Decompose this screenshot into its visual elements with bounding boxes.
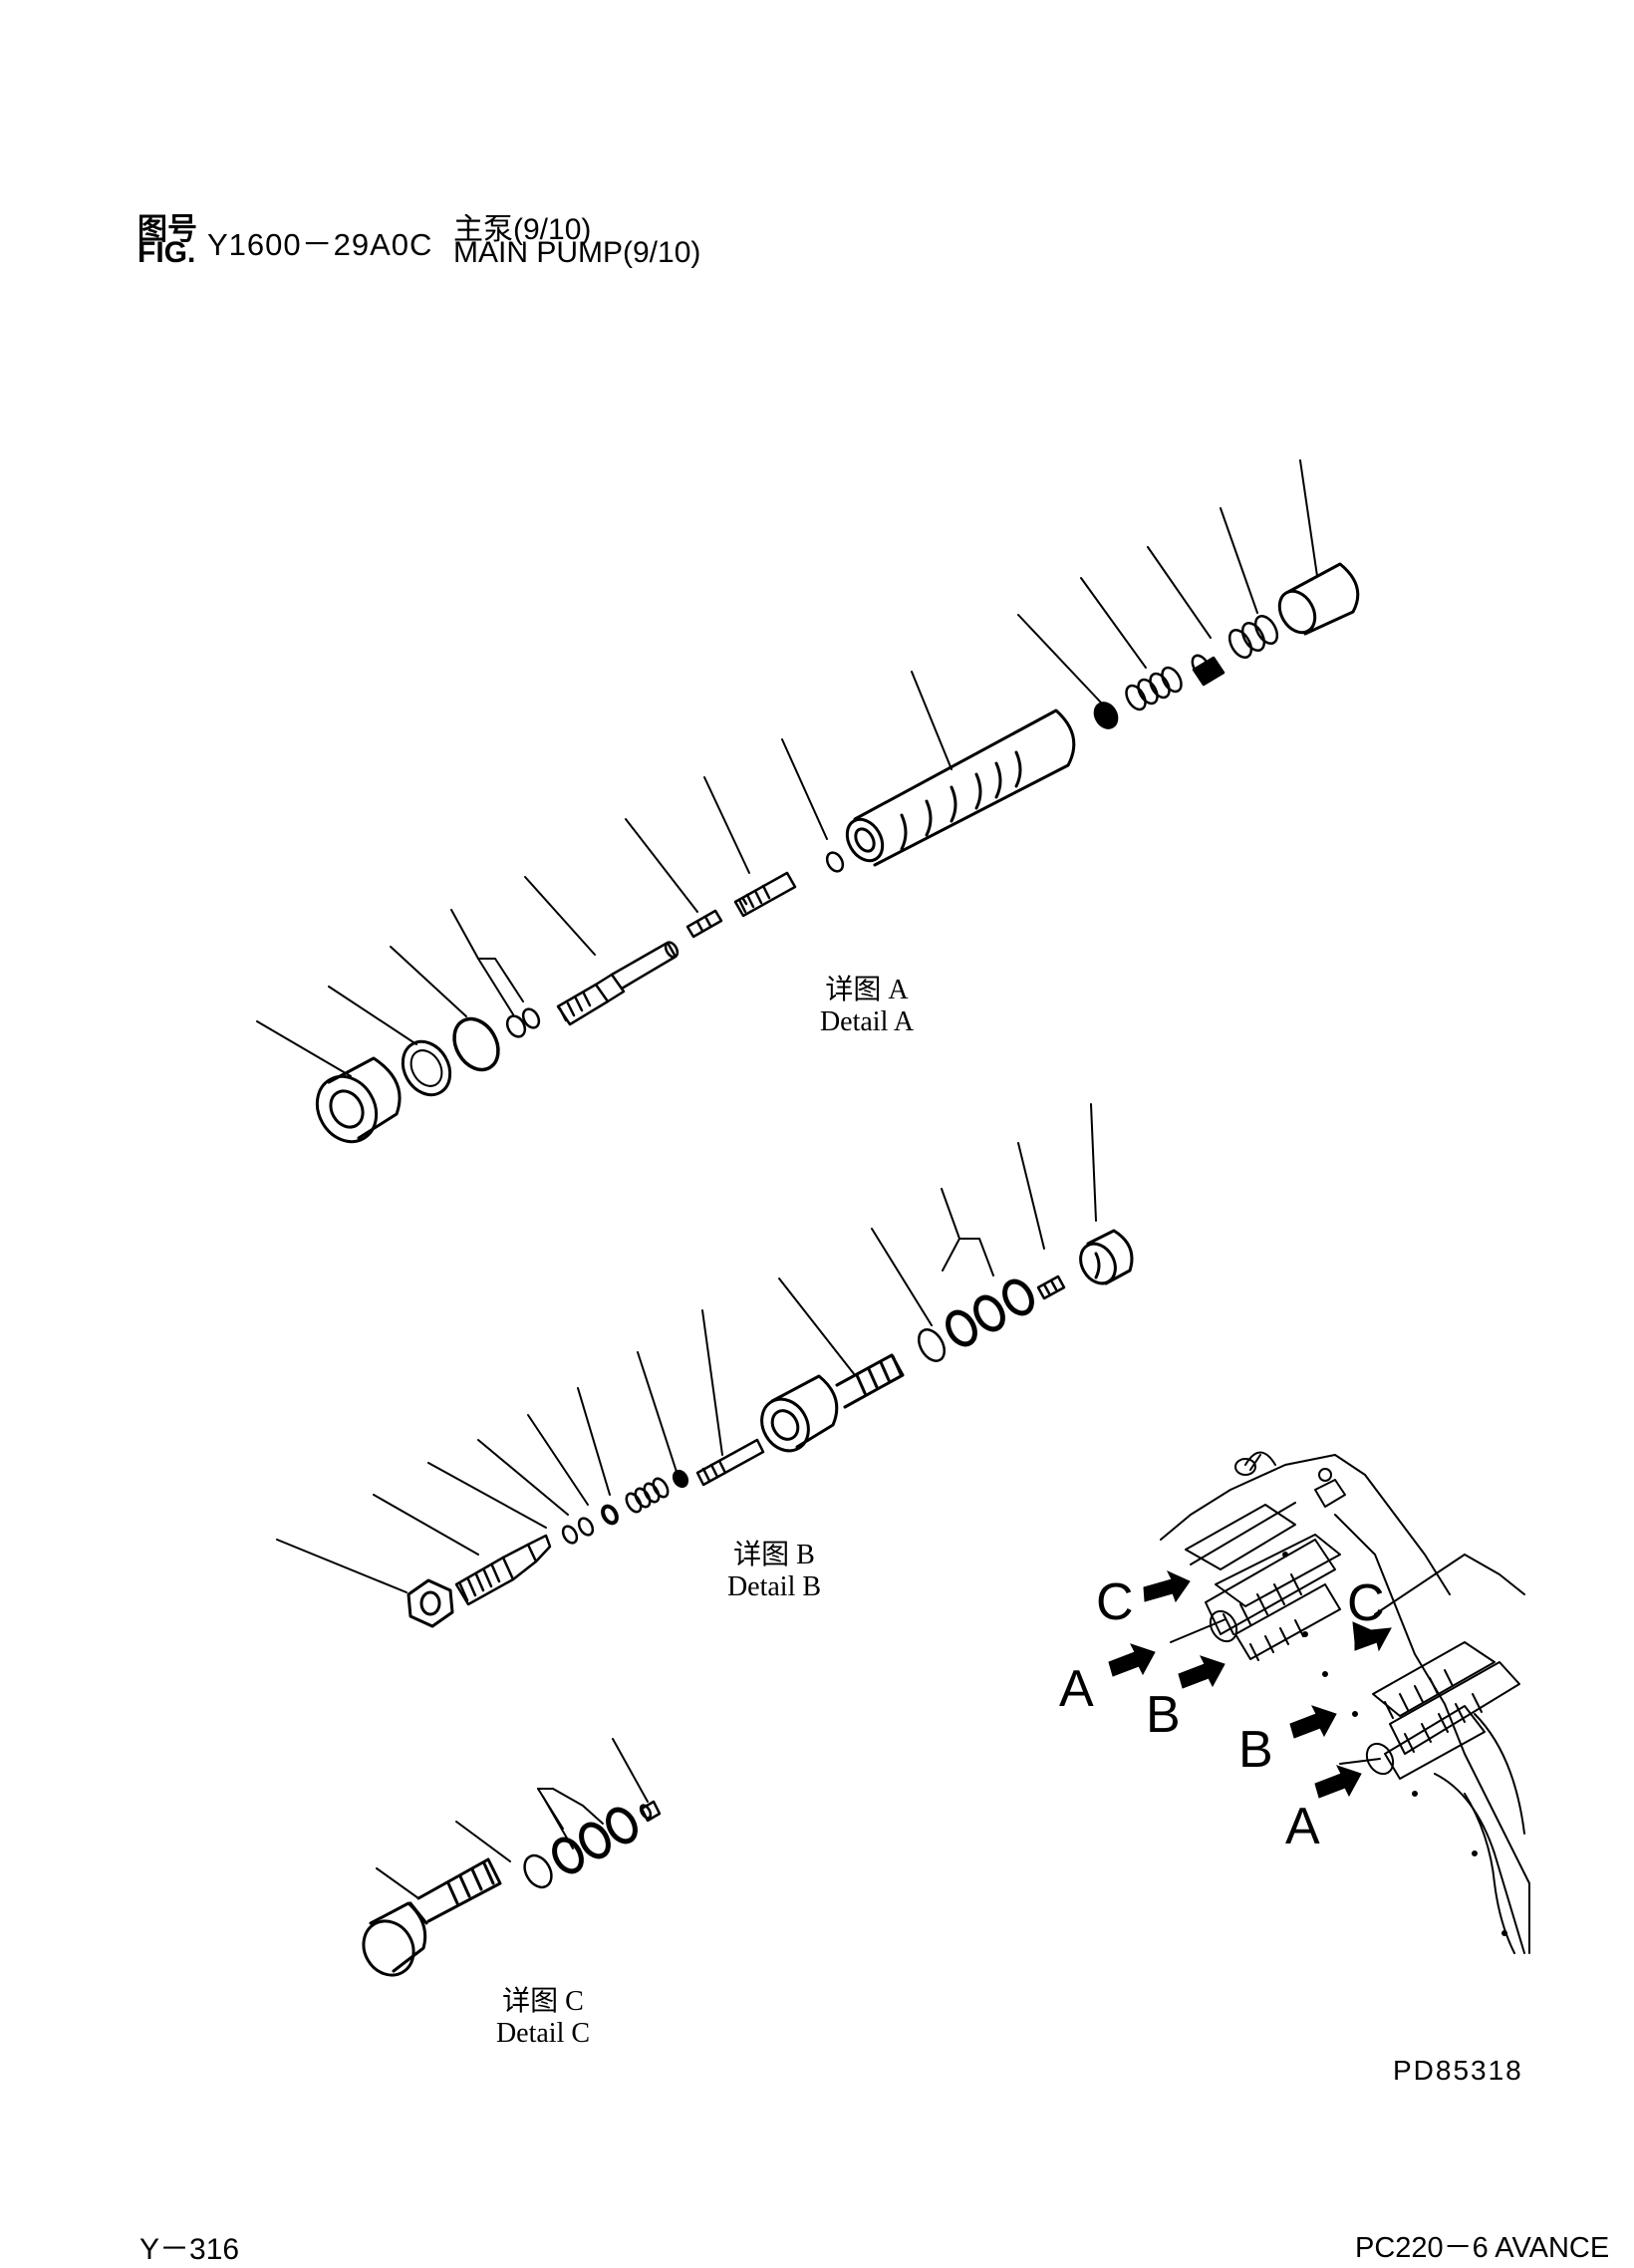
title-en: MAIN PUMP(9/10) [453, 236, 701, 269]
spring-seat-a [1191, 654, 1226, 687]
arrow-a-right [1314, 1765, 1362, 1799]
detail-c-label: 详图 C Detail C [463, 1986, 623, 2050]
detail-a-assembly [256, 459, 1360, 1144]
spool-a [733, 871, 797, 918]
figure-label-en: FIG. [137, 236, 196, 269]
pin-a [685, 909, 723, 939]
machine-model: PC220－6 AVANCE [1355, 2232, 1610, 2264]
sleeve-a [845, 709, 1076, 867]
spring-b [625, 1477, 670, 1514]
callout-c-left: C [1096, 1573, 1134, 1631]
spring-a-large [1227, 615, 1279, 659]
gasket-a [401, 1039, 452, 1097]
o-ring-a-large [452, 1016, 500, 1072]
detail-a-label: 详图 A Detail A [787, 975, 947, 1038]
plug-a-end [1277, 562, 1360, 636]
page-number: Y－316 [139, 2233, 240, 2266]
arrow-c-left [1143, 1569, 1191, 1603]
hex-nut-b [407, 1578, 454, 1628]
detail-c-label-en: Detail C [495, 2018, 591, 2049]
adjust-screw-b [454, 1534, 552, 1606]
plug-c-small [639, 1800, 662, 1823]
callout-c-right: C [1347, 1574, 1385, 1632]
pin-b [1036, 1275, 1066, 1300]
arrow-b-right [1289, 1705, 1337, 1739]
threaded-plug-a [556, 941, 680, 1026]
plug-c [362, 1857, 502, 1977]
arrow-c-right [1352, 1621, 1392, 1652]
detail-a-label-en: Detail A [819, 1006, 915, 1037]
image-code: PD85318 [1393, 2055, 1523, 2086]
arrow-b-left [1178, 1655, 1226, 1689]
callout-b-left: B [1146, 1686, 1181, 1744]
detail-c-assembly [362, 1738, 662, 1977]
figure-code: Y1600－29A0C [207, 227, 433, 262]
callout-a-right: A [1285, 1798, 1320, 1855]
detail-b-label-en: Detail B [726, 1571, 822, 1602]
detail-c-label-zh: 详图 C [502, 1986, 584, 2017]
locator-arrows [1108, 1569, 1392, 1799]
piston-b [695, 1438, 765, 1487]
callout-a-left: A [1059, 1660, 1094, 1718]
locator-view [1160, 1451, 1530, 1954]
detail-a-label-zh: 详图 A [825, 975, 909, 1005]
detail-b-label: 详图 B Detail B [694, 1540, 854, 1603]
cap-a [1093, 702, 1119, 729]
plug-nut-a [315, 1056, 402, 1144]
plug-b-end [1079, 1229, 1134, 1285]
callout-b-right: B [1238, 1721, 1273, 1779]
figure-label-zh: 图号 [137, 213, 197, 246]
detail-b-label-zh: 详图 B [733, 1540, 815, 1570]
spring-a-small [1125, 666, 1183, 711]
title-zh: 主泵(9/10) [453, 213, 592, 246]
sleeve-b [760, 1353, 905, 1453]
detail-b-assembly [276, 1103, 1134, 1628]
arrow-a-left [1108, 1643, 1156, 1677]
